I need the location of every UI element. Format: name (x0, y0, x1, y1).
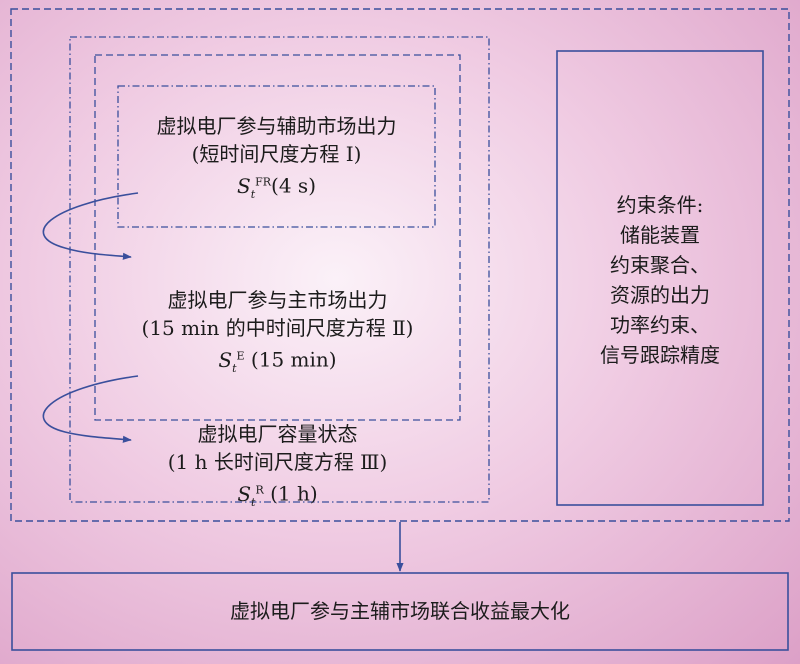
constraint-line: 信号跟踪精度 (600, 343, 720, 367)
constraint-line: 功率约束、 (610, 313, 710, 337)
long-timescale-box (69, 36, 490, 503)
mid-title: 虚拟电厂参与主市场出力 (167, 288, 388, 312)
long-title: 虚拟电厂容量状态 (197, 422, 358, 446)
long-symbol: StR (1 h) (237, 481, 318, 509)
long-timescale-label: 虚拟电厂容量状态 (1 h 长时间尺度方程 Ⅲ) StR (1 h) (95, 420, 460, 517)
mid-subtitle: (15 min 的中时间尺度方程 Ⅱ) (141, 316, 414, 340)
curved-arrow-upper (42, 192, 139, 260)
result-box (11, 572, 789, 651)
short-title: 虚拟电厂参与辅助市场出力 (156, 114, 397, 138)
constraint-line: 资源的出力 (610, 283, 710, 307)
mid-symbol: StE (15 min) (218, 347, 337, 375)
result-label: 虚拟电厂参与主辅市场联合收益最大化 (230, 599, 570, 623)
constraint-line: 储能装置 (620, 223, 700, 247)
long-subtitle: (1 h 长时间尺度方程 Ⅲ) (167, 450, 388, 474)
constraints-box (556, 50, 764, 506)
outer-dashed-container (10, 8, 790, 522)
constraint-line: 约束条件: (616, 193, 704, 217)
short-timescale-label: 虚拟电厂参与辅助市场出力 (短时间尺度方程 Ⅰ) StFR(4 s) (118, 112, 435, 209)
short-timescale-box (117, 85, 436, 228)
short-subtitle: (短时间尺度方程 Ⅰ) (191, 142, 362, 166)
short-symbol: StFR(4 s) (237, 173, 316, 201)
curved-arrow-lower (42, 375, 139, 443)
mid-timescale-box (94, 54, 461, 421)
constraint-line: 约束聚合、 (610, 253, 710, 277)
constraints-label: 约束条件: 储能装置 约束聚合、 资源的出力 功率约束、 信号跟踪精度 (557, 190, 763, 370)
mid-timescale-label: 虚拟电厂参与主市场出力 (15 min 的中时间尺度方程 Ⅱ) StE (15 … (95, 286, 460, 383)
